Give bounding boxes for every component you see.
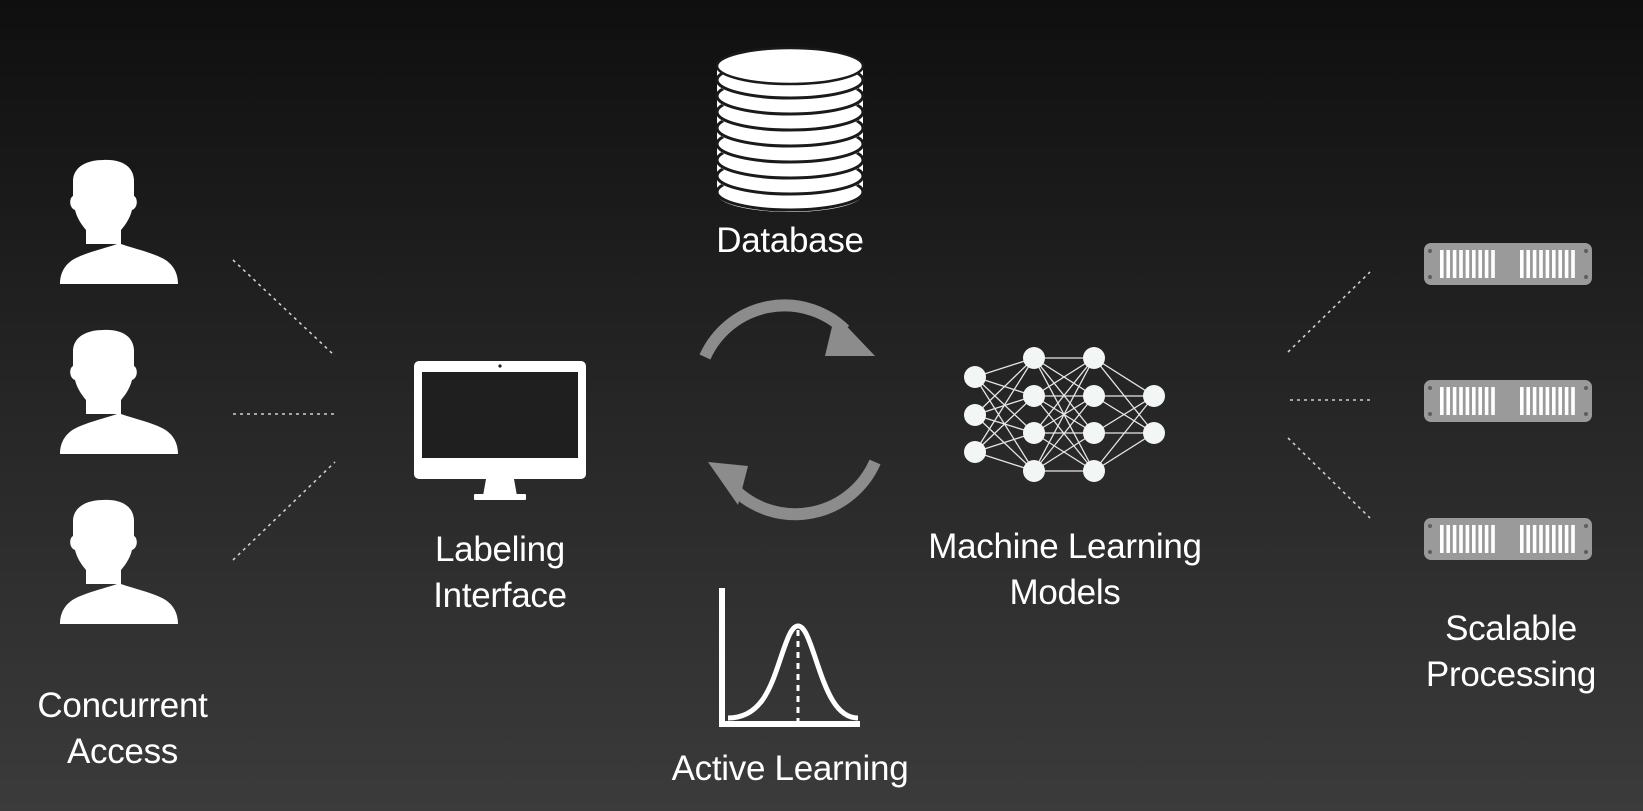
machine-learning-models-label: Machine Learning Models bbox=[905, 524, 1225, 616]
arrowhead-icon bbox=[708, 462, 748, 505]
servers-group bbox=[1424, 243, 1592, 560]
label-line: Processing bbox=[1425, 655, 1597, 694]
server-icon bbox=[1424, 518, 1592, 560]
label-line: Labeling bbox=[435, 530, 565, 569]
label-line: Interface bbox=[433, 576, 567, 615]
arrowhead-icon bbox=[825, 314, 875, 356]
server-icon bbox=[1424, 243, 1592, 285]
label-line: Access bbox=[66, 732, 178, 771]
concurrent-access-label: Concurrent Access bbox=[20, 683, 225, 775]
neural-network-icon bbox=[964, 347, 1165, 482]
connector-line bbox=[1287, 437, 1371, 519]
forward-arrow-icon bbox=[699, 299, 850, 360]
monitor-icon bbox=[414, 361, 586, 500]
cycle-arrows bbox=[699, 299, 881, 521]
label-line: Machine Learning bbox=[928, 527, 1202, 566]
active-learning-label: Active Learning bbox=[671, 749, 909, 788]
label-line: Concurrent bbox=[37, 686, 208, 725]
scalable-processing-label: Scalable Processing bbox=[1400, 606, 1622, 698]
database-label: Database bbox=[716, 221, 864, 260]
label-line: Scalable bbox=[1445, 609, 1577, 648]
user-connectors bbox=[232, 259, 336, 561]
backward-arrow-icon bbox=[730, 459, 881, 521]
concurrent-users-group bbox=[60, 159, 178, 624]
label-line: Models bbox=[1009, 573, 1121, 612]
distribution-chart-icon bbox=[719, 588, 860, 727]
labeling-interface-label: Labeling Interface bbox=[400, 527, 600, 619]
server-icon bbox=[1424, 380, 1592, 422]
connector-line bbox=[232, 461, 336, 561]
database-icon bbox=[715, 46, 865, 212]
server-connectors bbox=[1287, 271, 1371, 519]
connector-line bbox=[1287, 271, 1371, 353]
user-icon bbox=[60, 499, 178, 624]
user-icon bbox=[60, 159, 178, 284]
user-icon bbox=[60, 329, 178, 454]
connector-line bbox=[232, 259, 336, 357]
